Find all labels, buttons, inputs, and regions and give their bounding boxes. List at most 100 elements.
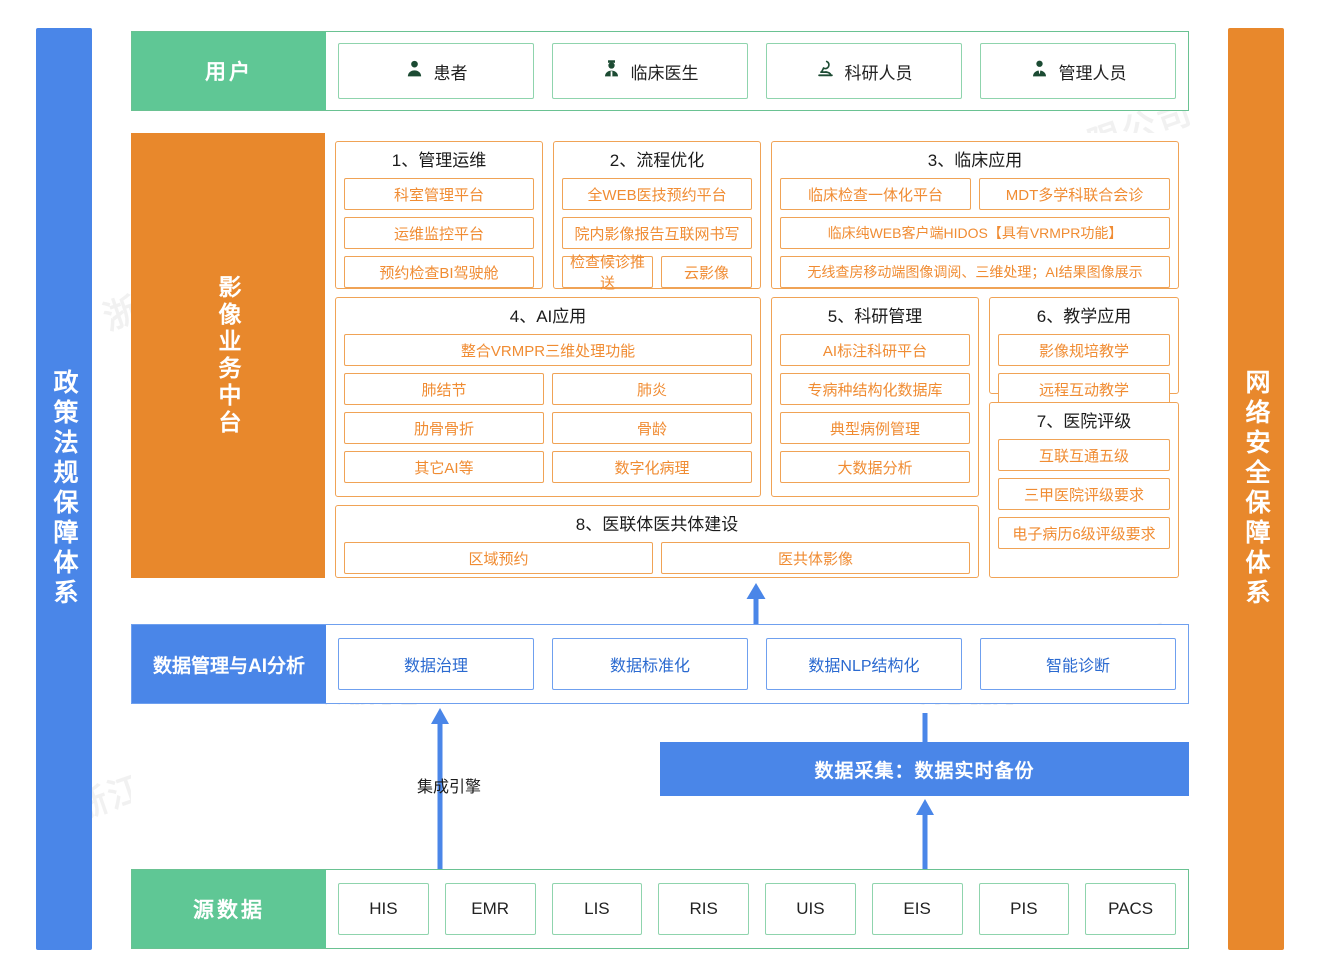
user-card-researcher[interactable]: 科研人员 — [766, 43, 962, 99]
platform-item[interactable]: 影像规培教学 — [998, 334, 1170, 366]
platform-item[interactable]: 云影像 — [661, 256, 752, 288]
platform-group-row: 典型病例管理 — [780, 412, 970, 444]
platform-group-row: 院内影像报告互联网书写 — [562, 217, 752, 249]
platform-item[interactable]: 区域预约 — [344, 542, 653, 574]
datamgmt-card[interactable]: 数据标准化 — [552, 638, 748, 690]
platform-group-row: 检查候诊推送云影像 — [562, 254, 752, 292]
source-card[interactable]: EMR — [444, 883, 536, 935]
users-row-label: 用户 — [132, 32, 326, 110]
source-card[interactable]: UIS — [765, 883, 856, 935]
platform-group-row: 整合VRMPR三维处理功能 — [344, 334, 752, 366]
platform-group-row: AI标注科研平台 — [780, 334, 970, 366]
platform-item[interactable]: AI标注科研平台 — [780, 334, 970, 366]
admin-user-icon — [1030, 59, 1049, 83]
source-card[interactable]: HIS — [338, 883, 429, 935]
platform-item[interactable]: 典型病例管理 — [780, 412, 970, 444]
platform-group-row: 区域预约医共体影像 — [344, 542, 970, 574]
user-card-clinician[interactable]: 临床医生 — [552, 43, 748, 99]
security-pillar: 网络安全保障体系 — [1228, 28, 1284, 950]
platform-item[interactable]: 肺炎 — [552, 373, 752, 405]
platform-item[interactable]: 专病种结构化数据库 — [780, 373, 970, 405]
platform-item[interactable]: 临床纯WEB客户端HIDOS【具有VRMPR功能】 — [780, 217, 1170, 249]
platform-item[interactable]: 电子病历6级评级要求 — [998, 517, 1170, 549]
platform-group-row: 临床纯WEB客户端HIDOS【具有VRMPR功能】 — [780, 217, 1170, 249]
arrow-source-to-capture — [913, 796, 937, 874]
platform-group-row: 互联互通五级 — [998, 439, 1170, 471]
data-capture-bar: 数据采集：数据实时备份 — [660, 742, 1189, 796]
source-card[interactable]: RIS — [658, 883, 749, 935]
platform-item[interactable]: 整合VRMPR三维处理功能 — [344, 334, 752, 366]
doctor-icon — [602, 59, 621, 83]
platform-item[interactable]: 其它AI等 — [344, 451, 544, 483]
users-row: 用户 患者 — [131, 31, 1189, 111]
platform-group-8: 8、医联体医共体建设区域预约医共体影像 — [335, 505, 979, 578]
platform-item[interactable]: 数字化病理 — [552, 451, 752, 483]
platform-group-row: 运维监控平台 — [344, 217, 534, 249]
platform-group-5: 5、科研管理 AI标注科研平台专病种结构化数据库典型病例管理大数据分析 — [771, 297, 979, 497]
platform-item[interactable]: 预约检查BI驾驶舱 — [344, 256, 534, 288]
platform-item[interactable]: 互联互通五级 — [998, 439, 1170, 471]
platform-group-row: 三甲医院评级要求 — [998, 478, 1170, 510]
policy-pillar: 政策法规保障体系 — [36, 28, 92, 950]
platform-group-6: 6、教学应用影像规培教学远程互动教学 — [989, 297, 1179, 405]
platform-item[interactable]: MDT多学科联合会诊 — [979, 178, 1170, 210]
platform-item[interactable]: 科室管理平台 — [344, 178, 534, 210]
platform-item[interactable]: 院内影像报告互联网书写 — [562, 217, 752, 249]
platform-item[interactable]: 大数据分析 — [780, 451, 970, 483]
datamgmt-card[interactable]: 数据NLP结构化 — [766, 638, 962, 690]
platform-group-row: 远程互动教学 — [998, 373, 1170, 405]
integration-engine-label: 集成引擎 — [416, 779, 481, 796]
platform-item[interactable]: 全WEB医技预约平台 — [562, 178, 752, 210]
platform-item[interactable]: 无线查房移动端图像调阅、三维处理；AI结果图像展示 — [780, 256, 1170, 288]
platform-group-row: 影像规培教学 — [998, 334, 1170, 366]
datamgmt-card[interactable]: 数据治理 — [338, 638, 534, 690]
datamgmt-card[interactable]: 智能诊断 — [980, 638, 1176, 690]
user-card-administrator[interactable]: 管理人员 — [980, 43, 1176, 99]
platform-group-title: 5、科研管理 — [827, 307, 923, 326]
platform-item[interactable]: 三甲医院评级要求 — [998, 478, 1170, 510]
platform-group-title: 1、管理运维 — [391, 151, 487, 170]
microscope-icon — [816, 59, 835, 83]
platform-group-title: 2、流程优化 — [609, 151, 705, 170]
source-data-row-body: HIS EMR LIS RIS UIS EIS PIS PACS — [326, 870, 1188, 948]
user-card-label: 管理人员 — [1058, 63, 1127, 83]
user-card-patient[interactable]: 患者 — [338, 43, 534, 99]
platform-item[interactable]: 医共体影像 — [661, 542, 970, 574]
platform-item[interactable]: 运维监控平台 — [344, 217, 534, 249]
datamgmt-row-body: 数据治理数据标准化数据NLP结构化智能诊断 — [326, 625, 1188, 703]
platform-group-row: 其它AI等数字化病理 — [344, 451, 752, 483]
source-card[interactable]: PACS — [1085, 883, 1176, 935]
platform-group-row: 肋骨骨折骨龄 — [344, 412, 752, 444]
platform-group-row: 专病种结构化数据库 — [780, 373, 970, 405]
platform-item[interactable]: 肋骨骨折 — [344, 412, 544, 444]
platform-group-title: 7、医院评级 — [1036, 412, 1132, 431]
user-card-label: 临床医生 — [630, 63, 699, 83]
platform-group-title: 4、AI应用 — [509, 307, 587, 326]
platform-group-title: 6、教学应用 — [1036, 307, 1132, 326]
source-card[interactable]: LIS — [551, 883, 643, 935]
platform-group-row: 电子病历6级评级要求 — [998, 517, 1170, 549]
platform-group-title: 3、临床应用 — [927, 151, 1023, 170]
platform-row-label: 影像业务中台 — [131, 133, 325, 578]
platform-group-row: 科室管理平台 — [344, 178, 534, 210]
platform-group-2: 2、流程优化全WEB医技预约平台院内影像报告互联网书写检查候诊推送云影像 — [553, 141, 761, 292]
source-card[interactable]: EIS — [871, 883, 963, 935]
platform-item[interactable]: 骨龄 — [552, 412, 752, 444]
datamgmt-row: 数据管理与AI分析 数据治理数据标准化数据NLP结构化智能诊断 — [131, 624, 1189, 704]
source-card[interactable]: PIS — [978, 883, 1070, 935]
users-row-body: 患者 临床医生 — [326, 32, 1188, 110]
platform-group-row: 全WEB医技预约平台 — [562, 178, 752, 210]
platform-item[interactable]: 远程互动教学 — [998, 373, 1170, 405]
platform-item[interactable]: 检查候诊推送 — [562, 254, 653, 292]
platform-group-row: 无线查房移动端图像调阅、三维处理；AI结果图像展示 — [780, 256, 1170, 288]
platform-group-title: 8、医联体医共体建设 — [575, 515, 739, 534]
platform-group-row: 肺结节肺炎 — [344, 373, 752, 405]
platform-group-1: 1、管理运维科室管理平台运维监控平台预约检查BI驾驶舱 — [335, 141, 543, 289]
platform-item[interactable]: 肺结节 — [344, 373, 544, 405]
platform-item[interactable]: 临床检查一体化平台 — [780, 178, 971, 210]
